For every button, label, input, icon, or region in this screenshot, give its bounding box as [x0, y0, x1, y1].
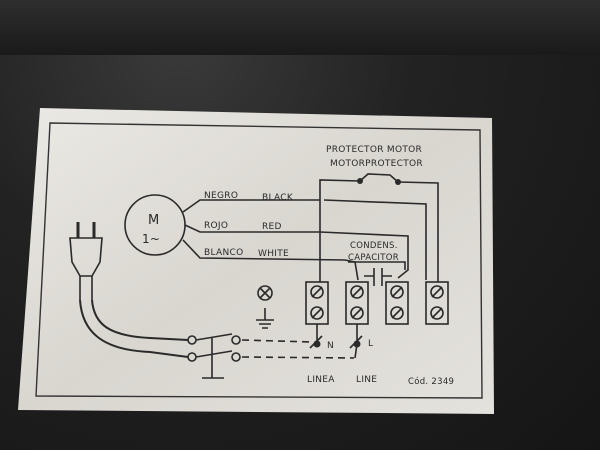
protector-contact [359, 173, 399, 183]
top-edge [0, 0, 600, 55]
part-code: Cód. 2349 [408, 376, 454, 387]
wire-black-label-en: BLACK [262, 193, 294, 203]
wire-red-label-es: ROJO [204, 221, 228, 231]
live-label: L [368, 339, 373, 349]
motor-phase-label: 1~ [142, 232, 160, 246]
capacitor-symbol [348, 261, 406, 286]
paper-sticker [18, 108, 494, 414]
wire-red [184, 224, 409, 279]
wire-black-label-es: NEGRO [204, 191, 238, 201]
neutral-label: N [327, 341, 334, 351]
power-cable [79, 299, 189, 358]
protector-subtitle: MOTORPROTECTOR [330, 159, 423, 169]
motor-label: M [148, 213, 160, 228]
ground-icon [256, 308, 274, 329]
plug-icon [69, 222, 103, 300]
capacitor-label-en: CAPACITOR [348, 253, 399, 263]
inner-border [35, 122, 483, 399]
line-label-en: LINE [356, 375, 377, 385]
line-dashed-wires [241, 339, 355, 359]
switch-symbol [187, 333, 241, 379]
line-label-es: LINEA [307, 375, 335, 385]
wire-red-label-en: RED [262, 222, 282, 232]
lamp-icon [257, 285, 273, 301]
protector-title: PROTECTOR MOTOR [326, 145, 422, 155]
wire-white-label-en: WHITE [258, 249, 289, 259]
wire-white [182, 239, 359, 281]
dots [313, 178, 401, 348]
capacitor-label-es: CONDENS. [350, 241, 398, 251]
wire-white-label-es: BLANCO [204, 248, 243, 258]
protector-wire [319, 179, 439, 282]
wire-black [182, 199, 427, 280]
